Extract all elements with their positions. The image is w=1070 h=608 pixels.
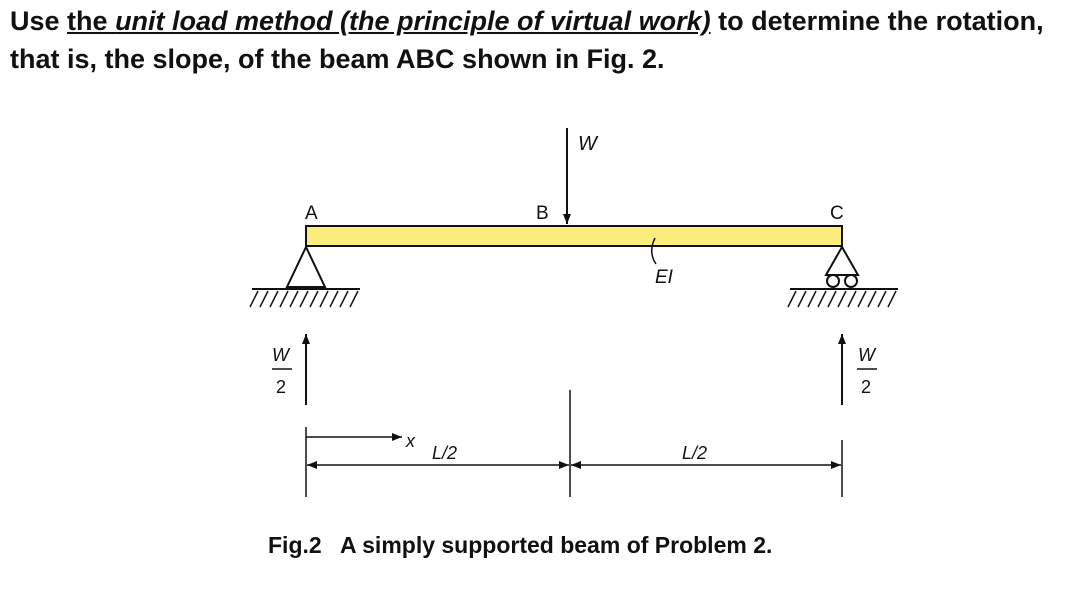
question-part-1: Use bbox=[10, 6, 68, 36]
question-part-4: to determine the rotation, that is, the … bbox=[10, 6, 1044, 74]
reaction-left-denominator: 2 bbox=[276, 377, 286, 397]
question-part-2: the bbox=[67, 6, 116, 36]
x-label: x bbox=[405, 431, 416, 451]
question-text: Use the unit load method (the principle … bbox=[10, 2, 1060, 78]
figure-caption: Fig.2 A simply supported beam of Problem… bbox=[268, 532, 773, 558]
dim-label-right: L/2 bbox=[682, 443, 707, 463]
reaction-right-numerator: W bbox=[858, 345, 877, 365]
load-label: W bbox=[578, 133, 599, 155]
beam bbox=[305, 225, 843, 247]
ei-leader bbox=[651, 237, 657, 265]
dim-label-left: L/2 bbox=[432, 443, 457, 463]
point-c-label: C bbox=[830, 203, 844, 224]
pin-support-left bbox=[249, 244, 360, 308]
question-method-name: unit load method (the principle of virtu… bbox=[115, 6, 711, 36]
point-b-label: B bbox=[536, 203, 549, 224]
point-a-label: A bbox=[305, 203, 318, 224]
stiffness-label: EI bbox=[655, 267, 674, 288]
reaction-left-numerator: W bbox=[272, 345, 291, 365]
roller-support-right bbox=[787, 244, 898, 308]
reaction-right-denominator: 2 bbox=[861, 377, 871, 397]
